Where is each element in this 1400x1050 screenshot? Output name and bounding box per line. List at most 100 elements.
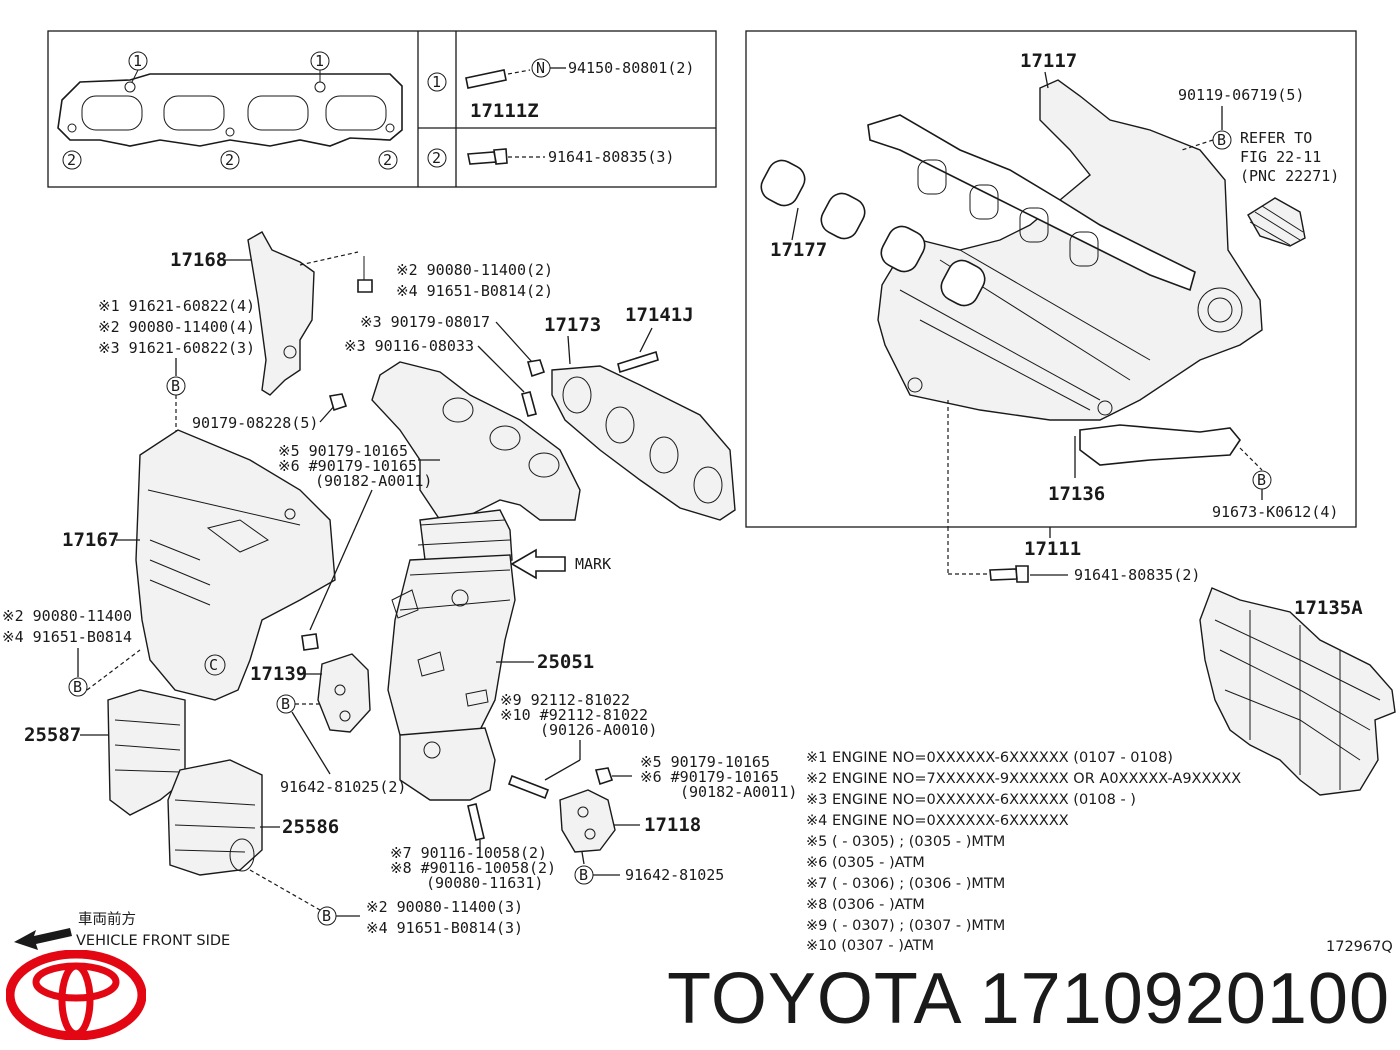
gasket-table: 1 1 2 2 2 1 N 94150-80801(2) 17111Z 2 91… — [47, 30, 717, 188]
label-17141j: 17141J — [625, 304, 694, 326]
toyota-logo-icon — [6, 950, 146, 1040]
label-25587: 25587 — [24, 724, 81, 746]
refer-line-2: FIG 22-11 — [1240, 148, 1321, 166]
label-17136: 17136 — [1048, 483, 1105, 505]
center-s9-2: ※10 #92112-81022 — [500, 706, 648, 724]
row2-number: 91641-80835(3) — [548, 148, 674, 166]
left-mid-b: B — [73, 678, 82, 696]
label-90179-08228: 90179-08228(5) — [192, 414, 318, 432]
nut-icon — [328, 393, 348, 412]
intake-manifold-drawing — [867, 79, 1306, 466]
note-9: ※9 ( - 0307) ; (0307 - )MTM — [806, 918, 1005, 934]
engine-notes: ※1 ENGINE NO=0XXXXXX-6XXXXXX (0107 - 010… — [806, 750, 1241, 954]
stud-icon-4 — [507, 774, 550, 800]
left-bottom-2: ※4 91651-B0814(3) — [366, 919, 523, 937]
label-17177: 17177 — [770, 239, 827, 261]
c-mark: C — [209, 656, 218, 674]
bracket-17139-drawing — [317, 653, 371, 733]
left-bottom-b: B — [322, 907, 331, 925]
label-25586: 25586 — [282, 816, 339, 838]
note-2: ※2 ENGINE NO=7XXXXXX-9XXXXXX OR A0XXXXX-… — [806, 771, 1241, 787]
exhaust-manifold-drawing — [371, 361, 581, 801]
callout-b-91673: B — [1257, 471, 1266, 489]
center-top-1: ※2 90080-11400(2) — [396, 261, 553, 279]
label-91642-81025-2: 91642-81025(2) — [280, 778, 406, 796]
b-91642: B — [579, 866, 588, 884]
label-17117: 17117 — [1020, 50, 1077, 72]
note-7: ※7 ( - 0306) ; (0306 - )MTM — [806, 876, 1005, 892]
brand-part-title: TOYOTA 1710920100 — [650, 958, 1390, 1040]
direction-jp: 車両前方 — [78, 911, 136, 928]
stud-icon — [465, 69, 507, 89]
center-s5b-2: ※6 #90179-10165 — [640, 768, 779, 786]
svg-text:2: 2 — [383, 151, 392, 169]
exhaust-gasket-drawing — [57, 69, 403, 147]
intake-box: 17117 90119-06719(5) B REFER TO FIG 22-1… — [745, 30, 1357, 528]
heat-shield-17168-drawing — [247, 231, 315, 396]
gasket-callout-2a: 2 — [62, 150, 82, 170]
label-91673: 91673-K0612(4) — [1212, 503, 1338, 521]
center-s7-1: ※7 90116-10058(2) — [390, 844, 547, 862]
center-s5-1: ※5 90179-10165 — [278, 442, 408, 460]
note-1: ※1 ENGINE NO=0XXXXXX-6XXXXXX (0107 - 010… — [806, 750, 1173, 766]
refer-b-callout: B — [1217, 131, 1226, 149]
center-s5-2: ※6 #90179-10165 — [278, 457, 417, 475]
stud-icon-3 — [617, 350, 659, 374]
label-91641-80835-2: 91641-80835(2) — [1074, 566, 1200, 584]
gasket-17177-drawing — [760, 159, 986, 307]
logo-horizontal-ring — [32, 962, 120, 1002]
bolt-icon — [467, 148, 508, 165]
center-top-2: ※4 91651-B0814(2) — [396, 282, 553, 300]
label-17173: 17173 — [544, 314, 601, 336]
left-b-3: ※3 91621-60822(3) — [98, 339, 255, 357]
left-mid-1: ※2 90080-11400 — [2, 607, 132, 625]
label-25051: 25051 — [537, 651, 594, 673]
gasket-callout-1b: 1 — [310, 51, 330, 71]
label-17168: 17168 — [170, 249, 227, 271]
row1-number: 94150-80801(2) — [568, 59, 694, 77]
row1-sub-callout: N — [536, 59, 545, 77]
center-s3-1: ※3 90179-08017 — [360, 313, 490, 331]
refer-line-1: REFER TO — [1240, 129, 1312, 147]
left-b-2: ※2 90080-11400(4) — [98, 318, 255, 336]
row2-callout: 2 — [432, 149, 441, 167]
gasket-17173-drawing — [551, 365, 736, 521]
mark-label: MARK — [575, 555, 611, 573]
svg-text:2: 2 — [225, 151, 234, 169]
label-90119: 90119-06719(5) — [1178, 86, 1304, 104]
center-s9-1: ※9 92112-81022 — [500, 691, 630, 709]
nut-icon-4 — [594, 767, 614, 786]
left-b-1: ※1 91621-60822(4) — [98, 297, 255, 315]
center-s7-3: (90080-11631) — [426, 874, 543, 892]
stud-icon-2 — [521, 391, 537, 417]
bolt-icon-top — [357, 279, 373, 293]
heat-shield-25586-drawing — [167, 759, 263, 876]
label-17139: 17139 — [250, 663, 307, 685]
heat-shield-17167-drawing — [135, 429, 336, 701]
b-17139: B — [281, 695, 290, 713]
nut-icon-2 — [526, 359, 546, 378]
center-s5-3: (90182-A0011) — [315, 472, 432, 490]
heat-shield-25587-drawing — [107, 689, 186, 816]
label-17111: 17111 — [1024, 538, 1081, 560]
center-s5b-3: (90182-A0011) — [680, 783, 797, 801]
center-s7-2: ※8 #90116-10058(2) — [390, 859, 556, 877]
left-mid-2: ※4 91651-B0814 — [2, 628, 132, 646]
note-10: ※10 (0307 - )ATM — [806, 938, 934, 954]
row1-callout: 1 — [432, 73, 441, 91]
label-17118: 17118 — [644, 814, 701, 836]
left-b-callout: B — [171, 377, 180, 395]
bolt-icon-91641 — [989, 565, 1029, 583]
center-s5b-1: ※5 90179-10165 — [640, 753, 770, 771]
label-17135a: 17135A — [1294, 597, 1363, 619]
logo-vertical-ring — [58, 962, 94, 1038]
diagram-code: 172967Q — [1326, 939, 1393, 955]
label-91642-81025: 91642-81025 — [625, 866, 724, 884]
row1-part: 17111Z — [470, 100, 539, 122]
gasket-callout-1a: 1 — [128, 51, 148, 71]
svg-text:1: 1 — [315, 52, 324, 70]
note-6: ※6 (0305 - )ATM — [806, 855, 925, 871]
mark-arrow — [510, 548, 566, 580]
svg-text:2: 2 — [67, 151, 76, 169]
note-4: ※4 ENGINE NO=0XXXXXX-6XXXXXX — [806, 813, 1069, 829]
